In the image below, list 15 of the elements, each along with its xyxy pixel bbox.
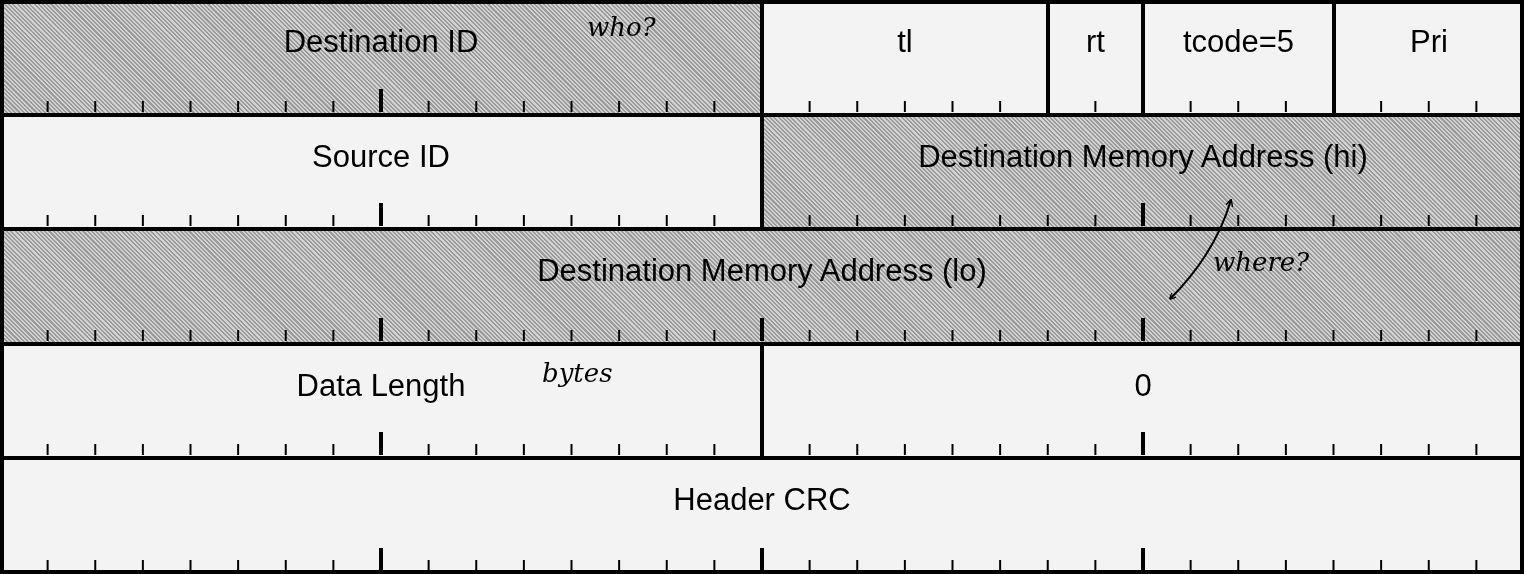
field-label: 0	[1134, 368, 1152, 404]
field-label: Pri	[1410, 24, 1448, 60]
field-label: Destination ID	[283, 24, 479, 60]
handwritten-note: where?	[1212, 247, 1311, 277]
field-label: Data Length	[296, 368, 466, 404]
handwritten-note: who?	[587, 12, 656, 42]
handwritten-arrow	[1168, 198, 1234, 301]
handwritten-note: bytes	[542, 358, 613, 388]
field-label: tl	[897, 24, 913, 60]
field-label: tcode=5	[1182, 24, 1295, 60]
field-label: rt	[1086, 24, 1105, 60]
field-label: Destination Memory Address (hi)	[918, 139, 1368, 175]
field-label: Source ID	[312, 139, 450, 175]
field-label: Destination Memory Address (lo)	[537, 253, 987, 289]
field-label: Header CRC	[673, 482, 851, 518]
